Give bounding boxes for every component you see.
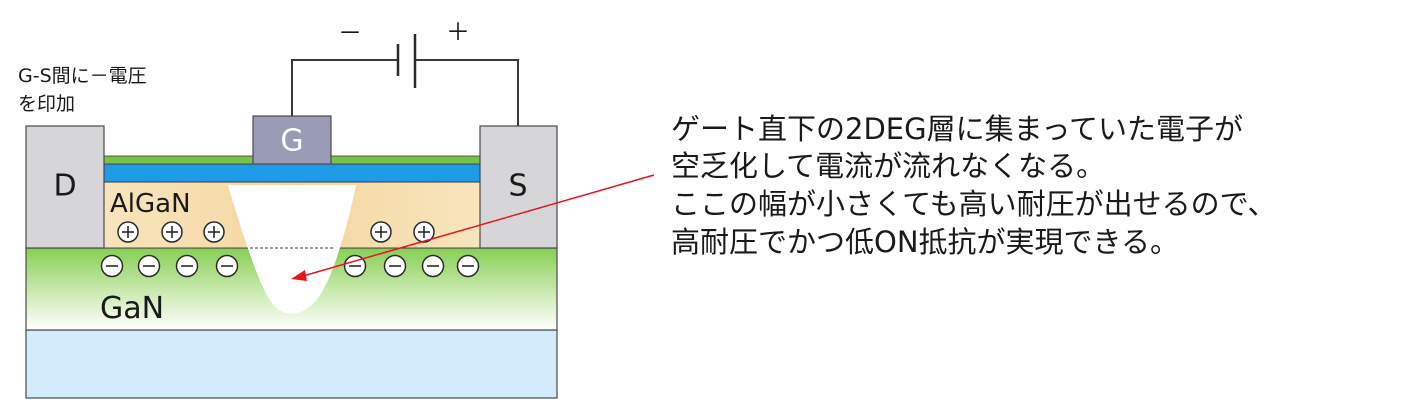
explanation-line-4: 高耐圧でかつ低ON抵抗が実現できる。 xyxy=(671,225,1179,259)
gate-wire xyxy=(291,59,398,116)
positive-charge xyxy=(203,221,225,243)
battery-minus-label: － xyxy=(338,19,362,47)
pointer-arrowhead xyxy=(291,270,307,281)
substrate-layer xyxy=(25,329,558,399)
electron xyxy=(215,254,239,278)
annotation-line-2: を印加 xyxy=(18,93,75,115)
annotation-line-1: G-S間に－電圧 xyxy=(18,65,147,87)
positive-charge xyxy=(370,221,392,243)
electron xyxy=(456,254,480,278)
depletion-region xyxy=(228,185,356,314)
electron xyxy=(100,254,124,278)
explanation-line-3: ここの幅が小さくても高い耐圧が出せるので、 xyxy=(671,187,1277,221)
positive-charge xyxy=(413,221,435,243)
source-electrode xyxy=(479,125,558,249)
explanation-line-2: 空乏化して電流が流れなくなる。 xyxy=(671,149,1105,183)
positive-charge xyxy=(117,221,139,243)
electron xyxy=(383,254,407,278)
battery-plus-label: ＋ xyxy=(446,18,470,46)
source-label: S xyxy=(508,169,527,204)
drain-label: D xyxy=(53,169,76,204)
algan-label: AlGaN xyxy=(110,189,191,219)
gate-label: G xyxy=(280,124,303,159)
electron xyxy=(137,254,161,278)
electron xyxy=(343,254,367,278)
electron xyxy=(175,254,199,278)
blue-layer xyxy=(103,163,481,183)
electron xyxy=(421,254,445,278)
pointer-arrow-line xyxy=(302,174,655,277)
source-wire xyxy=(415,59,519,126)
positive-charge-group xyxy=(117,221,435,243)
drain-electrode xyxy=(25,125,105,249)
positive-charge xyxy=(161,221,183,243)
electron-group xyxy=(100,254,480,278)
explanation-line-1: ゲート直下の2DEG層に集まっていた電子が xyxy=(671,112,1243,146)
gan-label: GaN xyxy=(100,291,164,326)
